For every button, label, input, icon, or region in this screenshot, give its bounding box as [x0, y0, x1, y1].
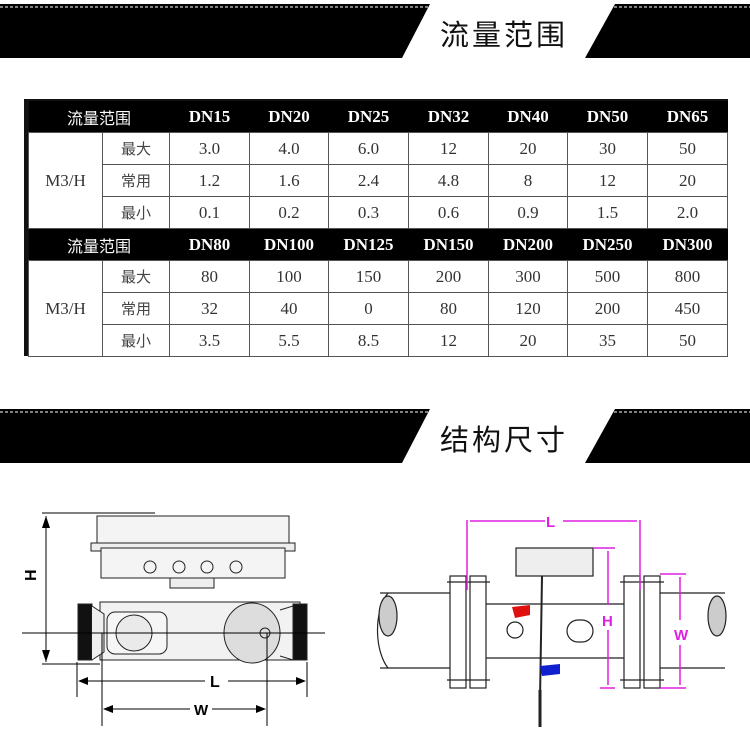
value-cell: 0.3 — [328, 196, 410, 229]
value-cell: 3.5 — [169, 324, 251, 357]
section-banner-flow-range: 流量范围 — [0, 4, 750, 58]
row-label: 最小 — [101, 196, 171, 229]
value-cell: 80 — [408, 292, 490, 325]
size-header: DN250 — [567, 228, 648, 261]
value-cell: 120 — [488, 292, 569, 325]
header-label: 流量范围 — [28, 101, 170, 133]
value-cell: 200 — [567, 292, 649, 325]
value-cell: 12 — [408, 132, 490, 165]
value-cell: 3.0 — [169, 132, 251, 165]
meter-flange-install-diagram: L H W — [376, 514, 727, 727]
unit-cell: M3/H — [28, 260, 103, 357]
value-cell: 20 — [488, 132, 569, 165]
section-title: 流量范围 — [440, 18, 569, 52]
value-cell: 5.5 — [249, 324, 330, 357]
value-cell: 8.5 — [328, 324, 410, 357]
size-header: DN300 — [647, 228, 728, 261]
value-cell: 2.4 — [328, 164, 410, 197]
value-cell: 800 — [647, 260, 729, 293]
value-cell: 80 — [169, 260, 251, 293]
dimension-label-l: L — [546, 514, 555, 531]
value-cell: 2.0 — [647, 196, 729, 229]
value-cell: 500 — [567, 260, 649, 293]
size-header: DN200 — [488, 228, 568, 261]
value-cell: 32 — [169, 292, 251, 325]
meter-side-view-diagram: H L W — [22, 512, 325, 726]
row-label: 常用 — [101, 164, 171, 197]
row-label: 最小 — [101, 324, 171, 357]
dimension-label-h: H — [23, 569, 40, 581]
size-header: DN125 — [328, 228, 409, 261]
value-cell: 35 — [567, 324, 649, 357]
section-banner-structure: 结构尺寸 — [0, 409, 750, 463]
value-cell: 0.1 — [169, 196, 251, 229]
value-cell: 50 — [647, 132, 729, 165]
value-cell: 8 — [488, 164, 569, 197]
row-label: 最大 — [101, 260, 171, 293]
value-cell: 4.8 — [408, 164, 490, 197]
value-cell: 6.0 — [328, 132, 410, 165]
value-cell: 150 — [328, 260, 410, 293]
value-cell: 0.6 — [408, 196, 490, 229]
value-cell: 40 — [249, 292, 330, 325]
value-cell: 200 — [408, 260, 490, 293]
size-header: DN15 — [169, 101, 250, 133]
value-cell: 0.2 — [249, 196, 330, 229]
size-header: DN32 — [408, 101, 489, 133]
size-header: DN80 — [169, 228, 250, 261]
banner-graphic — [0, 4, 750, 58]
value-cell: 1.5 — [567, 196, 649, 229]
row-label: 常用 — [101, 292, 171, 325]
dimension-label-h: H — [602, 613, 613, 630]
section-title: 结构尺寸 — [440, 423, 569, 457]
value-cell: 300 — [488, 260, 569, 293]
dimension-label-w: W — [194, 702, 209, 719]
size-header: DN50 — [567, 101, 648, 133]
red-tag-icon — [512, 605, 530, 618]
unit-cell: M3/H — [28, 132, 103, 229]
value-cell: 0.9 — [488, 196, 569, 229]
size-header: DN25 — [328, 101, 409, 133]
value-cell: 50 — [647, 324, 729, 357]
header-label: 流量范围 — [28, 228, 170, 261]
size-header: DN100 — [249, 228, 329, 261]
value-cell: 4.0 — [249, 132, 330, 165]
value-cell: 100 — [249, 260, 330, 293]
value-cell: 1.2 — [169, 164, 251, 197]
value-cell: 450 — [647, 292, 729, 325]
size-header: DN65 — [647, 101, 728, 133]
banner-graphic — [0, 409, 750, 463]
size-header: DN40 — [488, 101, 568, 133]
value-cell: 1.6 — [249, 164, 330, 197]
value-cell: 0 — [328, 292, 410, 325]
size-header: DN150 — [408, 228, 489, 261]
value-cell: 12 — [567, 164, 649, 197]
size-header: DN20 — [249, 101, 329, 133]
value-cell: 30 — [567, 132, 649, 165]
dimension-label-w: W — [674, 627, 689, 644]
value-cell: 20 — [488, 324, 569, 357]
value-cell: 20 — [647, 164, 729, 197]
blue-tag-icon — [540, 664, 560, 676]
dimension-label-l: L — [210, 674, 220, 691]
value-cell: 12 — [408, 324, 490, 357]
row-label: 最大 — [101, 132, 171, 165]
